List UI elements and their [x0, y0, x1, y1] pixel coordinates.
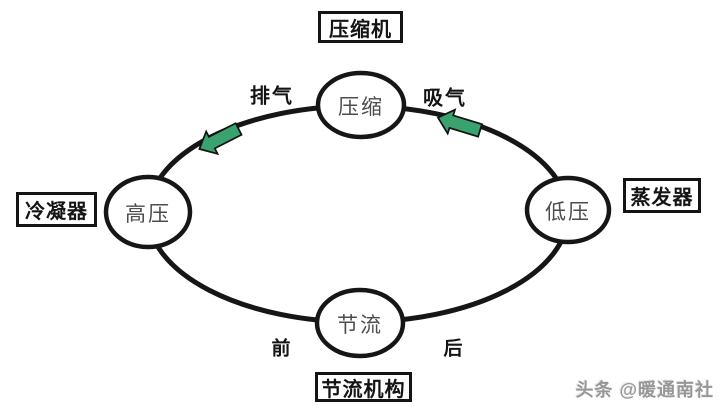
condenser-box-label: 冷凝器 [25, 201, 88, 223]
node-compress [315, 70, 407, 140]
condenser-box: 冷凝器 [16, 192, 97, 227]
exhaust-label: 排气 [250, 85, 294, 108]
evaporator-box-label: 蒸发器 [630, 187, 694, 209]
high-pressure-node-label: 高压 [125, 203, 171, 226]
watermark: 头条 @暖通南社 [575, 380, 714, 400]
after-label: 后 [443, 338, 463, 360]
node-low-pressure [524, 175, 612, 245]
compress-node-label: 压缩 [338, 96, 384, 119]
compressor-box-label: 压缩机 [329, 18, 392, 41]
node-throttle [314, 287, 406, 359]
throttle-mechanism-box: 节流机构 [315, 372, 412, 402]
throttle-node-label: 节流 [337, 314, 383, 337]
low-pressure-node-label: 低压 [545, 201, 591, 224]
compressor-box: 压缩机 [318, 11, 403, 43]
before-label: 前 [271, 338, 291, 360]
suction-arrow-icon [436, 108, 484, 138]
suction-label: 吸气 [423, 87, 467, 110]
throttle-mechanism-box-label: 节流机构 [321, 378, 406, 401]
node-high-pressure [103, 174, 193, 250]
evaporator-box: 蒸发器 [623, 178, 701, 213]
exhaust-arrow-icon [198, 122, 243, 156]
